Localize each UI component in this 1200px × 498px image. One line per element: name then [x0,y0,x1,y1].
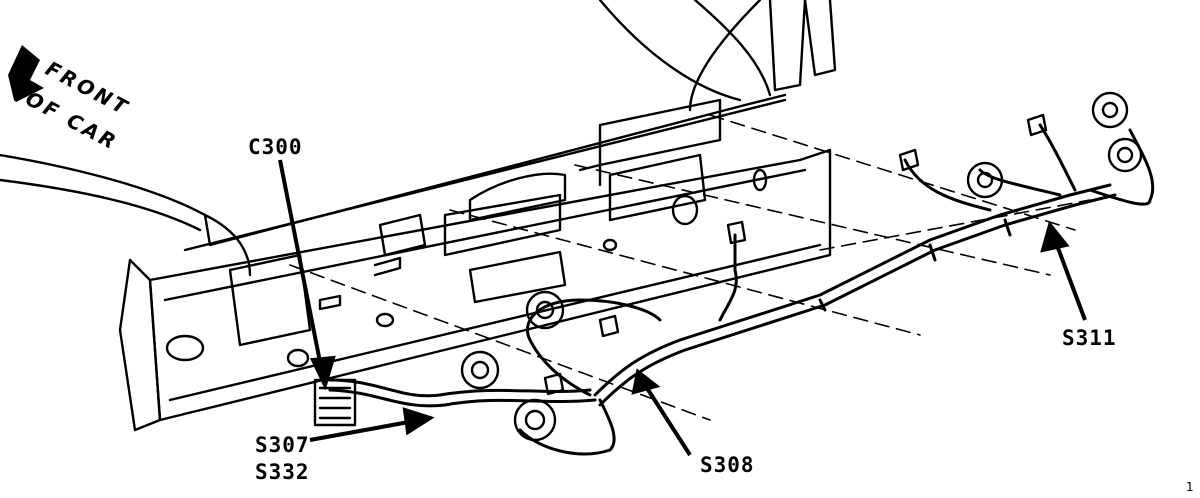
car-rear-panel [0,0,837,432]
label-s307: S307 [255,433,310,457]
s308-leader [643,383,692,457]
page-number: 1 [1186,480,1194,494]
lamp-sockets [460,91,1143,442]
label-s308: S308 [700,453,755,477]
arrow-icon [8,45,44,102]
s307-leader [309,418,421,442]
label-s311: S311 [1062,326,1117,350]
label-c300: C300 [248,135,303,159]
wiring-harness [328,123,1155,456]
label-s332: S332 [255,460,310,484]
c300-leader [278,159,324,373]
c300-connector [313,378,357,427]
s311-leader [1053,239,1087,321]
